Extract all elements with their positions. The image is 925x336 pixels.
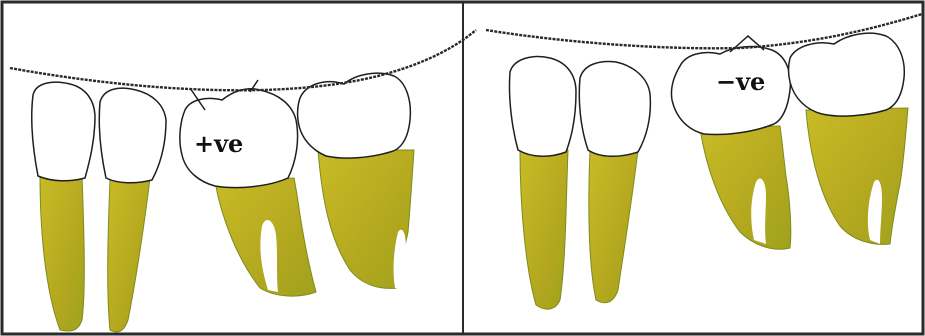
left-tooth-4 (298, 73, 414, 290)
tooth-crown (298, 73, 411, 158)
left-tooth-2 (99, 88, 166, 332)
tooth-crown (509, 57, 576, 157)
negative-label: −ve (716, 67, 765, 96)
right-tooth-1 (509, 57, 576, 310)
left-tooth-3-positive: +ve (180, 80, 316, 296)
tooth-crown (99, 88, 166, 183)
positive-label: +ve (194, 129, 243, 158)
tooth-root (108, 178, 150, 332)
right-tooth-4 (789, 33, 909, 244)
tooth-crown (32, 82, 95, 181)
tooth-root (589, 150, 638, 303)
tooth-root (700, 126, 791, 249)
right-tooth-2 (579, 62, 650, 303)
left-tooth-1 (32, 82, 95, 331)
tooth-root (806, 108, 908, 244)
tooth-root (40, 175, 84, 331)
tooth-root (520, 150, 568, 309)
right-panel: −ve (486, 14, 922, 309)
tooth-crown (579, 62, 650, 157)
archwire-left (10, 30, 476, 90)
tooth-crown (789, 33, 905, 116)
left-panel: +ve (10, 30, 476, 332)
right-tooth-3-negative: −ve (671, 36, 790, 249)
